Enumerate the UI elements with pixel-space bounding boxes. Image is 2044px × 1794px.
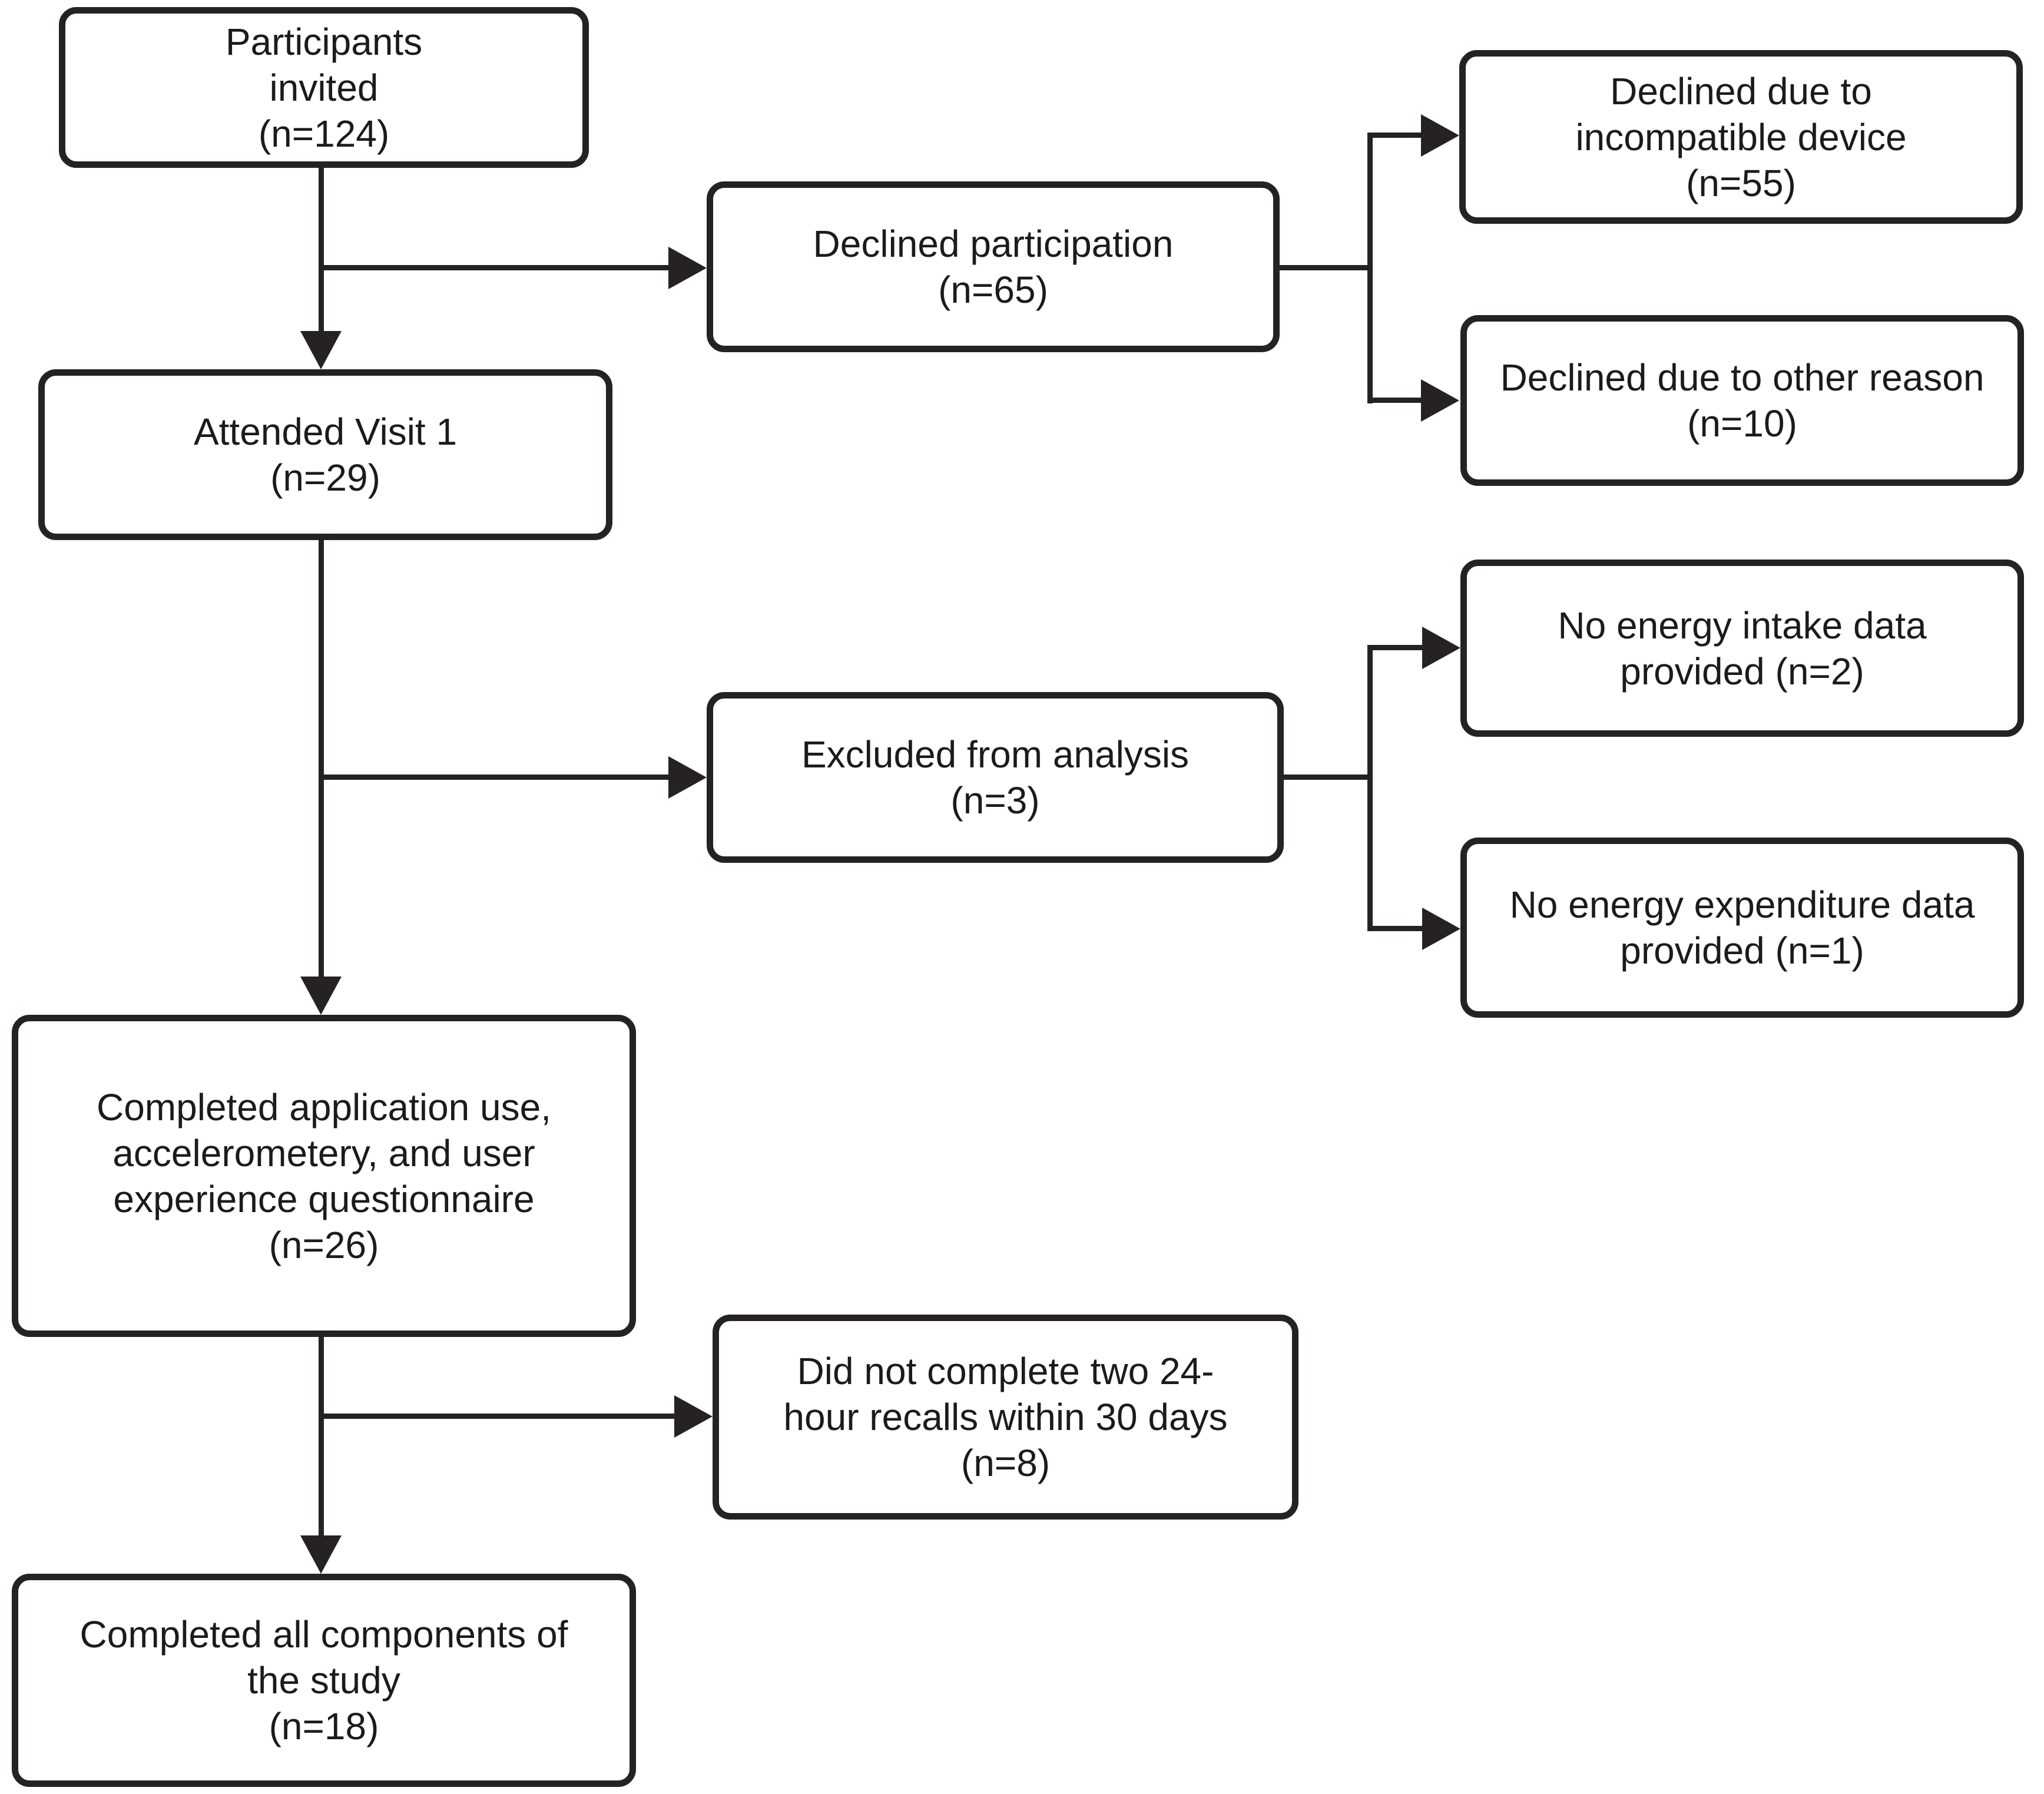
node-declined-incompatible-device: Declined due to incompatible device (n=5… <box>1459 50 2023 224</box>
node-label: Excluded from analysis (n=3) <box>801 733 1190 822</box>
arrowhead-into-completed-app <box>300 977 342 1015</box>
node-declined-other-reason: Declined due to other reason (n=10) <box>1460 315 2024 486</box>
connector-stub-no-expenditure <box>1367 926 1422 931</box>
arrowhead-into-no-intake <box>1422 627 1460 669</box>
arrowhead-into-declined <box>668 247 707 289</box>
connector-stub-no-intake <box>1367 645 1422 650</box>
node-no-energy-intake-data: No energy intake data provided (n=2) <box>1460 560 2024 737</box>
arrowhead-into-declined-device <box>1421 114 1459 157</box>
connector-declined-branch-vertical <box>1367 133 1373 403</box>
connector-completed-app-to-completed-all <box>319 1335 324 1536</box>
node-attended-visit-1: Attended Visit 1 (n=29) <box>38 369 612 540</box>
node-did-not-complete-recalls: Did not complete two 24- hour recalls wi… <box>713 1315 1298 1520</box>
node-label: No energy expenditure data provided (n=1… <box>1509 883 1975 972</box>
arrowhead-into-excluded <box>668 756 707 799</box>
node-participants-invited: Participants invited (n=124) <box>59 7 589 168</box>
connector-to-no-recalls <box>319 1414 674 1419</box>
node-completed-all-components: Completed all components of the study (n… <box>12 1574 636 1787</box>
arrowhead-into-declined-other <box>1421 379 1459 422</box>
connector-invited-to-attended <box>319 167 324 332</box>
node-label: Attended Visit 1 (n=29) <box>193 411 458 499</box>
connector-stub-declined-other <box>1367 398 1421 403</box>
node-label: Declined participation (n=65) <box>813 223 1174 311</box>
connector-excluded-branch-vertical <box>1367 645 1373 931</box>
node-label: Completed all components of the study (n… <box>79 1613 568 1747</box>
connector-excluded-out <box>1284 774 1373 780</box>
node-label: Did not complete two 24- hour recalls wi… <box>783 1350 1228 1484</box>
connector-stub-declined-device <box>1367 133 1421 138</box>
node-label: Declined due to incompatible device (n=5… <box>1575 69 1907 204</box>
node-declined-participation: Declined participation (n=65) <box>707 181 1280 352</box>
connector-to-declined <box>319 265 668 270</box>
node-label: Completed application use, accelerometer… <box>96 1085 552 1266</box>
connector-attended-to-completed-app <box>319 538 324 977</box>
connector-to-excluded <box>319 774 668 780</box>
node-completed-application-use: Completed application use, accelerometer… <box>12 1015 636 1337</box>
node-label: Declined due to other reason (n=10) <box>1500 356 1985 445</box>
node-label: No energy intake data provided (n=2) <box>1558 604 1927 693</box>
connector-declined-out <box>1280 265 1373 270</box>
arrowhead-into-no-recalls <box>674 1395 713 1438</box>
arrowhead-into-completed-all <box>300 1535 342 1574</box>
arrowhead-into-attended <box>300 331 342 369</box>
arrowhead-into-no-expenditure <box>1422 908 1460 950</box>
node-label: Participants invited (n=124) <box>225 20 423 155</box>
node-excluded-from-analysis: Excluded from analysis (n=3) <box>707 692 1284 863</box>
node-no-energy-expenditure-data: No energy expenditure data provided (n=1… <box>1460 838 2024 1018</box>
